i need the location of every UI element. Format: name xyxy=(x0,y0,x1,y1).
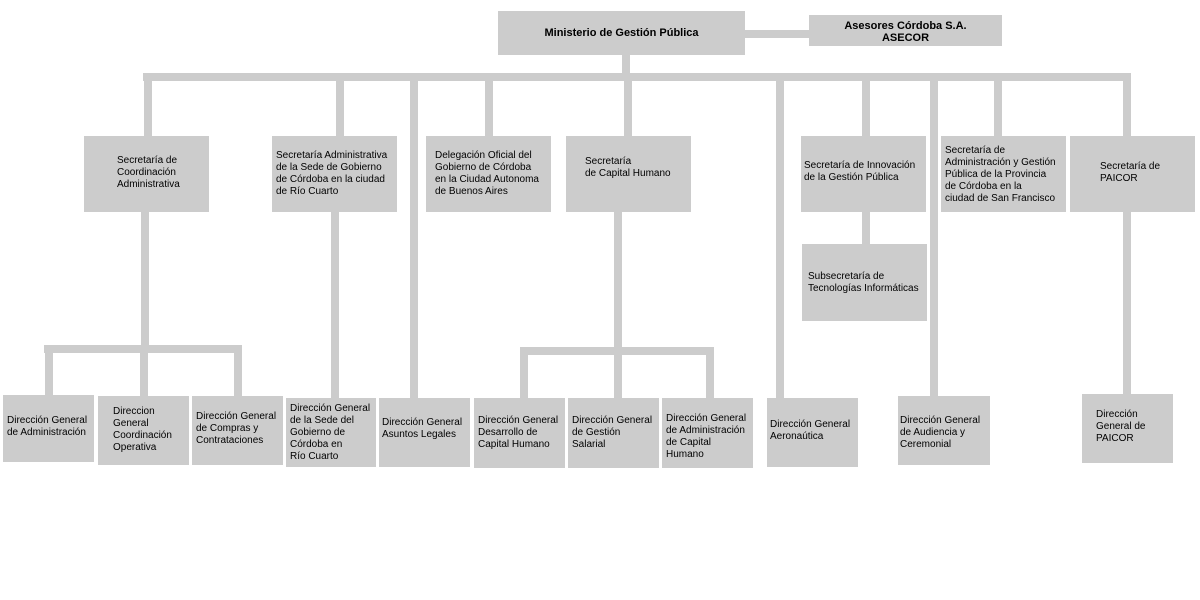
connector-drop-capital-humano xyxy=(624,78,632,138)
connector-drop-administracion-ch xyxy=(706,352,714,398)
ministry-box: Ministerio de Gestión Pública xyxy=(498,11,745,55)
secretaria-san-francisco-label: Secretaría de Administración y Gestión P… xyxy=(945,145,1056,204)
asecor-box: Asesores Córdoba S.A. ASECOR xyxy=(809,15,1002,46)
direccion-paicor-box: Dirección General de PAICOR xyxy=(1082,394,1173,463)
secretaria-innovacion-label: Secretaría de Innovación de la Gestión P… xyxy=(804,160,916,183)
direccion-compras-box: Dirección General de Compras y Contratac… xyxy=(192,396,283,465)
connector-drop-coordinacion-operativa xyxy=(140,350,148,396)
delegacion-buenos-aires-label: Delegación Oficial del Gobierno de Córdo… xyxy=(435,150,539,197)
connector-drop-audiencia xyxy=(930,78,938,398)
direccion-sede-rio-cuarto-label: Dirección General de la Sede del Gobiern… xyxy=(290,403,371,462)
connector-drop-innovacion xyxy=(862,78,870,138)
subsecretaria-tecnologias-label: Subsecretaría de Tecnologías Informática… xyxy=(808,271,919,294)
direccion-administracion-ch-box: Dirección General de Administración de C… xyxy=(662,398,753,468)
direccion-desarrollo-ch-box: Dirección General Desarrollo de Capital … xyxy=(474,398,565,468)
secretaria-rio-cuarto-box: Secretaría Administrativa de la Sede de … xyxy=(272,136,397,212)
connector-drop-aeronautica xyxy=(776,78,784,398)
connector-paicor-down xyxy=(1123,210,1131,396)
secretaria-rio-cuarto-label: Secretaría Administrativa de la Sede de … xyxy=(276,150,388,197)
connector-main-bus xyxy=(143,73,1131,81)
secretaria-capital-humano-box: Secretaría de Capital Humano xyxy=(566,136,691,212)
connector-coordinacion-bus xyxy=(44,345,242,353)
connector-drop-compras xyxy=(234,350,242,396)
direccion-gestion-salarial-box: Dirección General de Gestión Salarial xyxy=(568,398,659,468)
asecor-label: Asesores Córdoba S.A. ASECOR xyxy=(844,20,967,44)
connector-rio-cuarto-down xyxy=(331,210,339,400)
direccion-gestion-salarial-label: Dirección General de Gestión Salarial xyxy=(572,415,653,450)
direccion-audiencia-box: Dirección General de Audiencia y Ceremon… xyxy=(898,396,990,465)
direccion-asuntos-legales-box: Dirección General Asuntos Legales xyxy=(379,398,470,467)
connector-ministry-asecor xyxy=(744,30,810,38)
connector-ministry-down xyxy=(622,55,630,75)
connector-capital-humano-bus xyxy=(520,347,714,355)
direccion-audiencia-label: Dirección General de Audiencia y Ceremon… xyxy=(900,415,981,450)
direccion-administracion-label: Dirección General de Administración xyxy=(7,415,88,438)
connector-drop-coordinacion xyxy=(144,78,152,138)
direccion-aeronautica-label: Dirección General Aeronaútica xyxy=(770,419,851,442)
direccion-coordinacion-operativa-label: Direccion General Coordinación Operativa xyxy=(113,406,172,453)
connector-capital-humano-down xyxy=(614,210,622,352)
secretaria-coordinacion-box: Secretaría de Coordinación Administrativ… xyxy=(84,136,209,212)
connector-innovacion-down xyxy=(862,210,870,246)
secretaria-paicor-box: Secretaría de PAICOR xyxy=(1070,136,1195,212)
subsecretaria-tecnologias-box: Subsecretaría de Tecnologías Informática… xyxy=(802,244,927,321)
ministry-label: Ministerio de Gestión Pública xyxy=(544,27,699,39)
connector-drop-buenos-aires xyxy=(485,78,493,138)
direccion-administracion-ch-label: Dirección General de Administración de C… xyxy=(666,413,747,460)
connector-drop-desarrollo-ch xyxy=(520,352,528,398)
connector-coordinacion-down xyxy=(141,210,149,350)
connector-drop-san-francisco xyxy=(994,78,1002,138)
secretaria-coordinacion-label: Secretaría de Coordinación Administrativ… xyxy=(117,155,180,190)
secretaria-san-francisco-box: Secretaría de Administración y Gestión P… xyxy=(941,136,1066,212)
connector-drop-asuntos-legales xyxy=(410,78,418,398)
direccion-compras-label: Dirección General de Compras y Contratac… xyxy=(196,411,277,446)
direccion-asuntos-legales-label: Dirección General Asuntos Legales xyxy=(382,417,463,440)
direccion-aeronautica-box: Dirección General Aeronaútica xyxy=(767,398,858,467)
direccion-paicor-label: Dirección General de PAICOR xyxy=(1096,409,1146,444)
connector-drop-rio-cuarto xyxy=(336,78,344,138)
connector-drop-administracion xyxy=(45,350,53,396)
secretaria-innovacion-box: Secretaría de Innovación de la Gestión P… xyxy=(801,136,926,212)
connector-drop-gestion-salarial xyxy=(614,352,622,398)
secretaria-paicor-label: Secretaría de PAICOR xyxy=(1100,161,1161,184)
direccion-sede-rio-cuarto-box: Dirección General de la Sede del Gobiern… xyxy=(286,398,376,467)
direccion-administracion-box: Dirección General de Administración xyxy=(3,395,94,462)
delegacion-buenos-aires-box: Delegación Oficial del Gobierno de Córdo… xyxy=(426,136,551,212)
secretaria-capital-humano-label: Secretaría de Capital Humano xyxy=(585,156,671,179)
direccion-coordinacion-operativa-box: Direccion General Coordinación Operativa xyxy=(98,396,189,465)
direccion-desarrollo-ch-label: Dirección General Desarrollo de Capital … xyxy=(478,415,559,450)
connector-drop-paicor xyxy=(1123,78,1131,138)
